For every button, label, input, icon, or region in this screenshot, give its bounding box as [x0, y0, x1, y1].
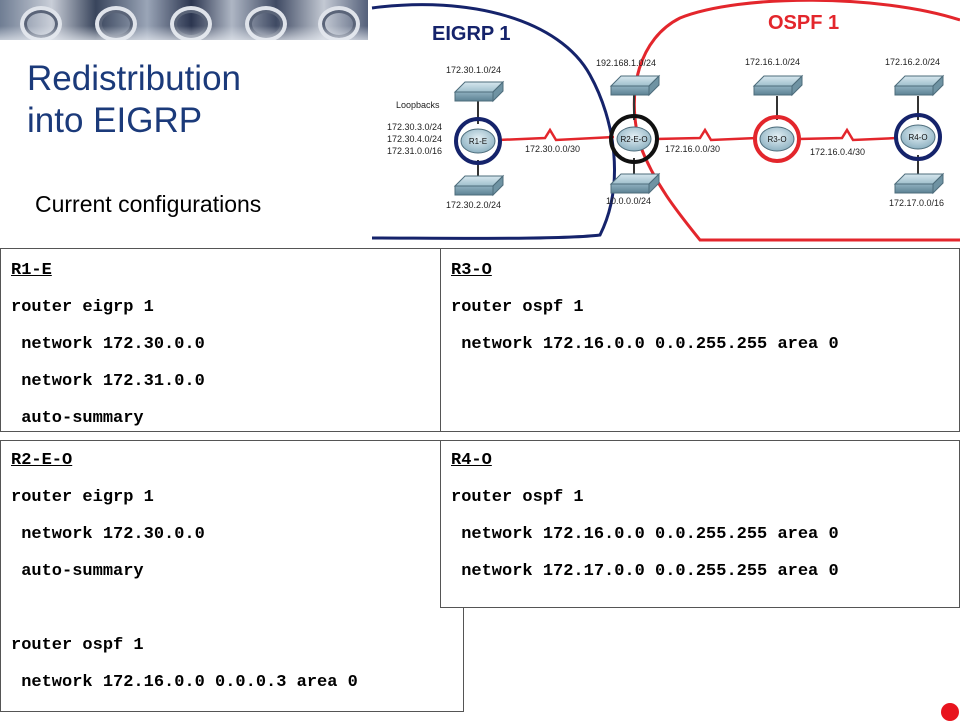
config-line: router eigrp 1	[11, 298, 154, 317]
router-r3-o: R3-O	[753, 115, 801, 163]
config-router-name: R4-O	[451, 451, 492, 470]
config-line: auto-summary	[11, 409, 144, 428]
switch-icons	[453, 74, 945, 197]
loopback-net: 172.31.0.0/16	[387, 146, 442, 156]
eigrp-domain-label: EIGRP 1	[432, 23, 511, 45]
svg-text:R2-E-O: R2-E-O	[620, 135, 647, 144]
loopback-net: 172.30.4.0/24	[387, 134, 442, 144]
config-r3-o: R3-O router ospf 1 network 172.16.0.0 0.…	[440, 248, 960, 432]
net-label: 172.30.2.0/24	[446, 200, 501, 210]
config-line: router ospf 1	[451, 298, 584, 317]
ospf-domain-label: OSPF 1	[768, 12, 839, 34]
net-label: 192.168.1.0/24	[596, 58, 656, 68]
router-r2-e-o: R2-E-O	[609, 114, 659, 164]
loopback-net: 172.30.3.0/24	[387, 122, 442, 132]
config-r2-e-o: R2-E-O router eigrp 1 network 172.30.0.0…	[0, 440, 464, 712]
config-r4-o: R4-O router ospf 1 network 172.16.0.0 0.…	[440, 440, 960, 608]
config-line: network 172.30.0.0	[11, 335, 205, 354]
net-label: 172.17.0.0/16	[889, 198, 944, 208]
loopbacks-label: Loopbacks	[396, 100, 440, 110]
network-diagram: EIGRP 1 OSPF 1 R1-E R2-E-O	[371, 0, 960, 242]
slide-subtitle: Current configurations	[35, 191, 262, 217]
config-router-name: R2-E-O	[11, 451, 73, 470]
net-label: 172.30.0.0/30	[525, 144, 580, 154]
net-label: 172.16.2.0/24	[885, 57, 940, 67]
config-router-name: R1-E	[11, 261, 52, 280]
svg-text:R1-E: R1-E	[469, 137, 487, 146]
config-r1-e: R1-E router eigrp 1 network 172.30.0.0 n…	[0, 248, 464, 432]
header-photo	[0, 0, 368, 40]
net-label: 172.16.0.0/30	[665, 144, 720, 154]
config-line: router eigrp 1	[11, 488, 154, 507]
ospf-domain-boundary	[632, 0, 960, 242]
config-line: router ospf 1	[11, 636, 144, 655]
net-label: 172.16.0.4/30	[810, 147, 865, 157]
svg-text:R4-O: R4-O	[908, 133, 927, 142]
net-label: 10.0.0.0/24	[606, 196, 651, 206]
config-line: network 172.30.0.0	[11, 525, 205, 544]
config-line: network 172.31.0.0	[11, 372, 205, 391]
net-label: 172.30.1.0/24	[446, 65, 501, 75]
serial-link-r1-r2	[497, 127, 615, 142]
title-line-2: into EIGRP	[27, 101, 203, 140]
config-line: router ospf 1	[451, 488, 584, 507]
config-line: network 172.17.0.0 0.0.255.255 area 0	[451, 562, 839, 581]
config-router-name: R3-O	[451, 261, 492, 280]
router-r1-e: R1-E	[454, 117, 502, 165]
config-line: auto-summary	[11, 562, 144, 581]
config-line	[11, 590, 463, 627]
serial-link-r2-r3	[654, 127, 758, 142]
svg-text:R3-O: R3-O	[767, 135, 786, 144]
slide-indicator-dot	[941, 703, 959, 721]
config-line: network 172.16.0.0 0.0.0.3 area 0	[11, 673, 358, 692]
slide-title: Redistribution into EIGRP	[27, 58, 241, 142]
serial-link-r3-r4	[797, 127, 898, 142]
router-r4-o: R4-O	[894, 113, 942, 161]
config-line: network 172.16.0.0 0.0.255.255 area 0	[451, 335, 839, 354]
title-line-1: Redistribution	[27, 59, 241, 98]
config-line: network 172.16.0.0 0.0.255.255 area 0	[451, 525, 839, 544]
net-label: 172.16.1.0/24	[745, 57, 800, 67]
